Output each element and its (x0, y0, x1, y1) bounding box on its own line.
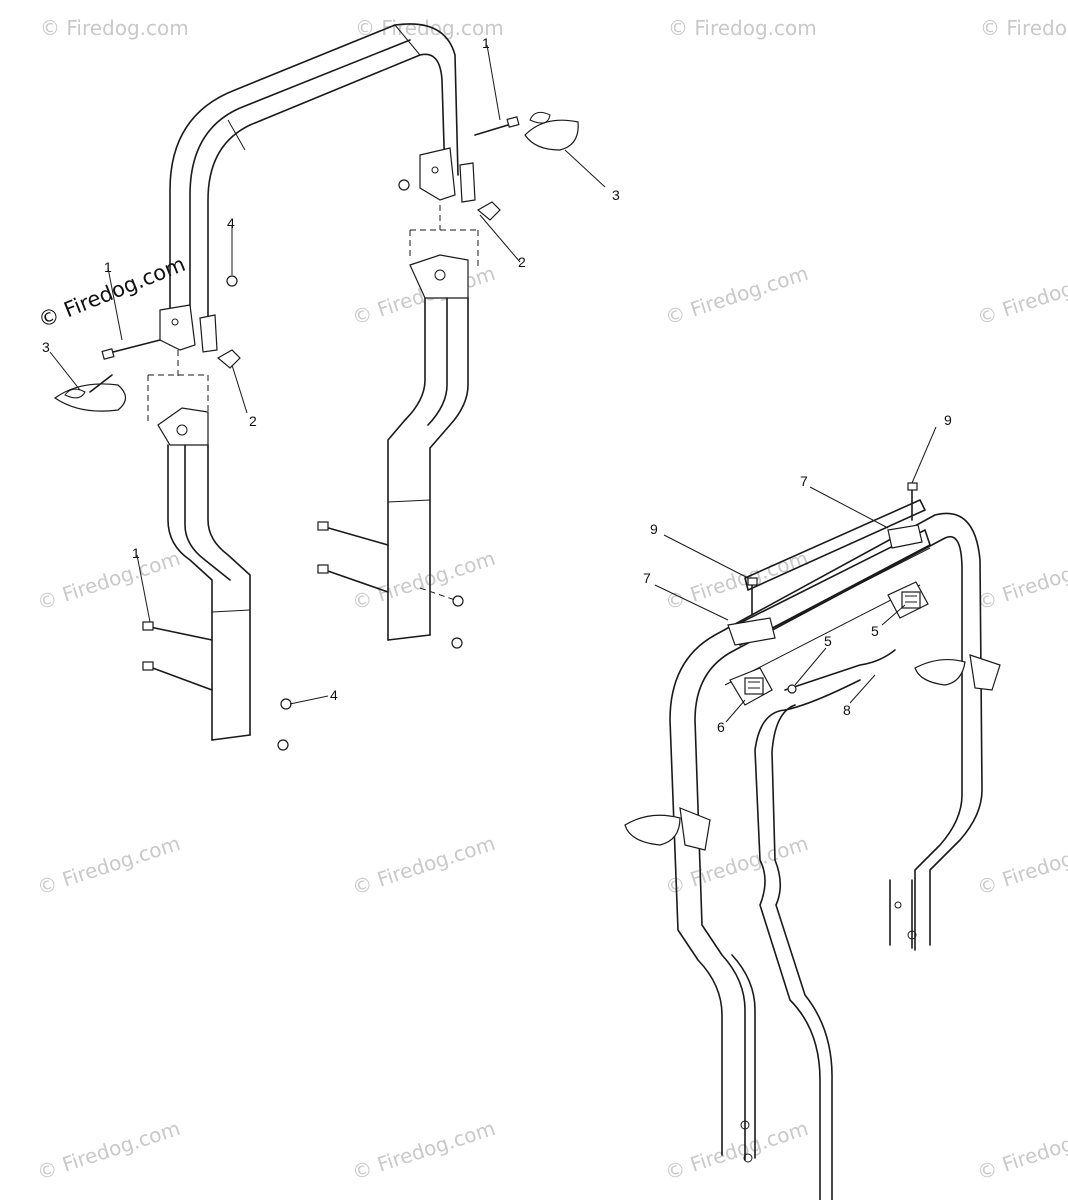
watermark: © Firedog.com (34, 831, 183, 900)
assembled-rops-frame (669, 499, 983, 1200)
callout-4: 4 (227, 215, 235, 231)
callout-3: 3 (42, 339, 50, 355)
upper-rops-hoop (169, 23, 459, 346)
watermark: © Firedog.com (974, 546, 1068, 615)
pivot-bracket-left-upper (159, 304, 218, 353)
watermark: © Firedog.com (349, 546, 498, 615)
lynch-pin-assembled-left (624, 807, 711, 851)
callout-labels: 1 1 1 2 2 3 3 4 4 5 5 6 7 7 8 9 9 (42, 35, 952, 735)
hardware-left-assembly (53, 111, 579, 751)
callout-8: 8 (843, 702, 851, 718)
callout-2: 2 (518, 254, 526, 270)
callout-5: 5 (871, 623, 879, 639)
callout-7: 7 (800, 473, 808, 489)
watermark: © Firedog.com (662, 1116, 811, 1185)
work-light-right (887, 581, 929, 619)
work-light-left (729, 667, 773, 706)
callout-2: 2 (249, 413, 257, 429)
watermark: © Firedog.com (974, 831, 1068, 900)
callout-7: 7 (643, 570, 651, 586)
lower-right-leg (387, 254, 469, 641)
watermark: © Firedog.com (662, 261, 811, 330)
watermark: © Firedog.com (355, 16, 504, 40)
pivot-bracket-right-upper (419, 147, 476, 203)
watermark: © Firedog.com (349, 1116, 498, 1185)
light-bracket-hardware (727, 482, 923, 694)
watermark: © Firedog.com (668, 16, 817, 40)
alignment-line-left (147, 350, 209, 425)
callout-9: 9 (944, 412, 952, 428)
callout-4: 4 (330, 687, 338, 703)
leader-lines (49, 44, 937, 723)
watermark: © Firedog.com (974, 261, 1068, 330)
watermark: © Firedog.com (34, 546, 183, 615)
callout-1: 1 (104, 259, 112, 275)
lynch-pin-assembled-right (914, 654, 1001, 691)
watermark: © Firedog.com (662, 546, 811, 615)
alignment-line-right (409, 205, 479, 270)
watermark: © Firedog.com (974, 1116, 1068, 1185)
callout-1: 1 (132, 545, 140, 561)
watermark: © Firedog.com (34, 1116, 183, 1185)
watermark: © Firedog.com (980, 16, 1068, 40)
callout-1: 1 (482, 35, 490, 51)
watermark: © Firedog.com (349, 831, 498, 900)
callout-5: 5 (824, 633, 832, 649)
callout-3: 3 (612, 187, 620, 203)
lower-left-leg (157, 407, 251, 741)
callout-6: 6 (717, 719, 725, 735)
watermark: © Firedog.com (40, 16, 189, 40)
callout-9: 9 (650, 521, 658, 537)
